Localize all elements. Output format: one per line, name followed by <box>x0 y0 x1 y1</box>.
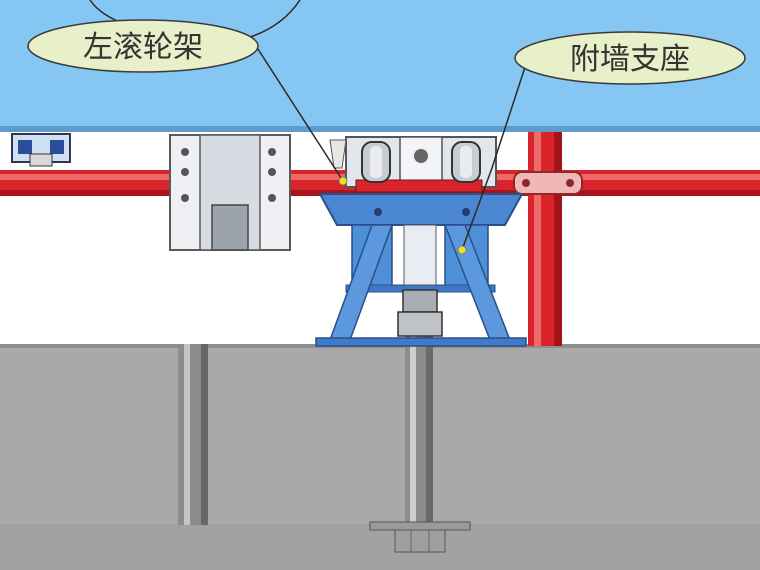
pipe-clamp <box>513 171 583 195</box>
red-vertical-pipe <box>528 130 562 346</box>
callout-wall-support: 附墙支座 <box>514 31 746 85</box>
left-anchor-bolt <box>178 344 208 525</box>
concrete-wall <box>0 344 760 570</box>
left-bracket-hardware <box>11 133 71 167</box>
roller-frame-pointer-dot <box>338 176 348 186</box>
left-roller-frame <box>329 136 497 193</box>
roller-wheel-icon <box>451 141 481 183</box>
roller-wheel-icon <box>361 141 391 183</box>
wall-support-pointer-dot <box>457 245 467 255</box>
label-left-roller-frame: 左滚轮架 <box>83 30 203 65</box>
label-wall-support: 附墙支座 <box>570 42 690 77</box>
callout-left-roller-frame: 左滚轮架 <box>27 19 259 73</box>
center-anchor-bolt <box>369 330 471 553</box>
wall-support-frame <box>315 193 527 347</box>
guide-rail-bracket <box>169 134 291 251</box>
